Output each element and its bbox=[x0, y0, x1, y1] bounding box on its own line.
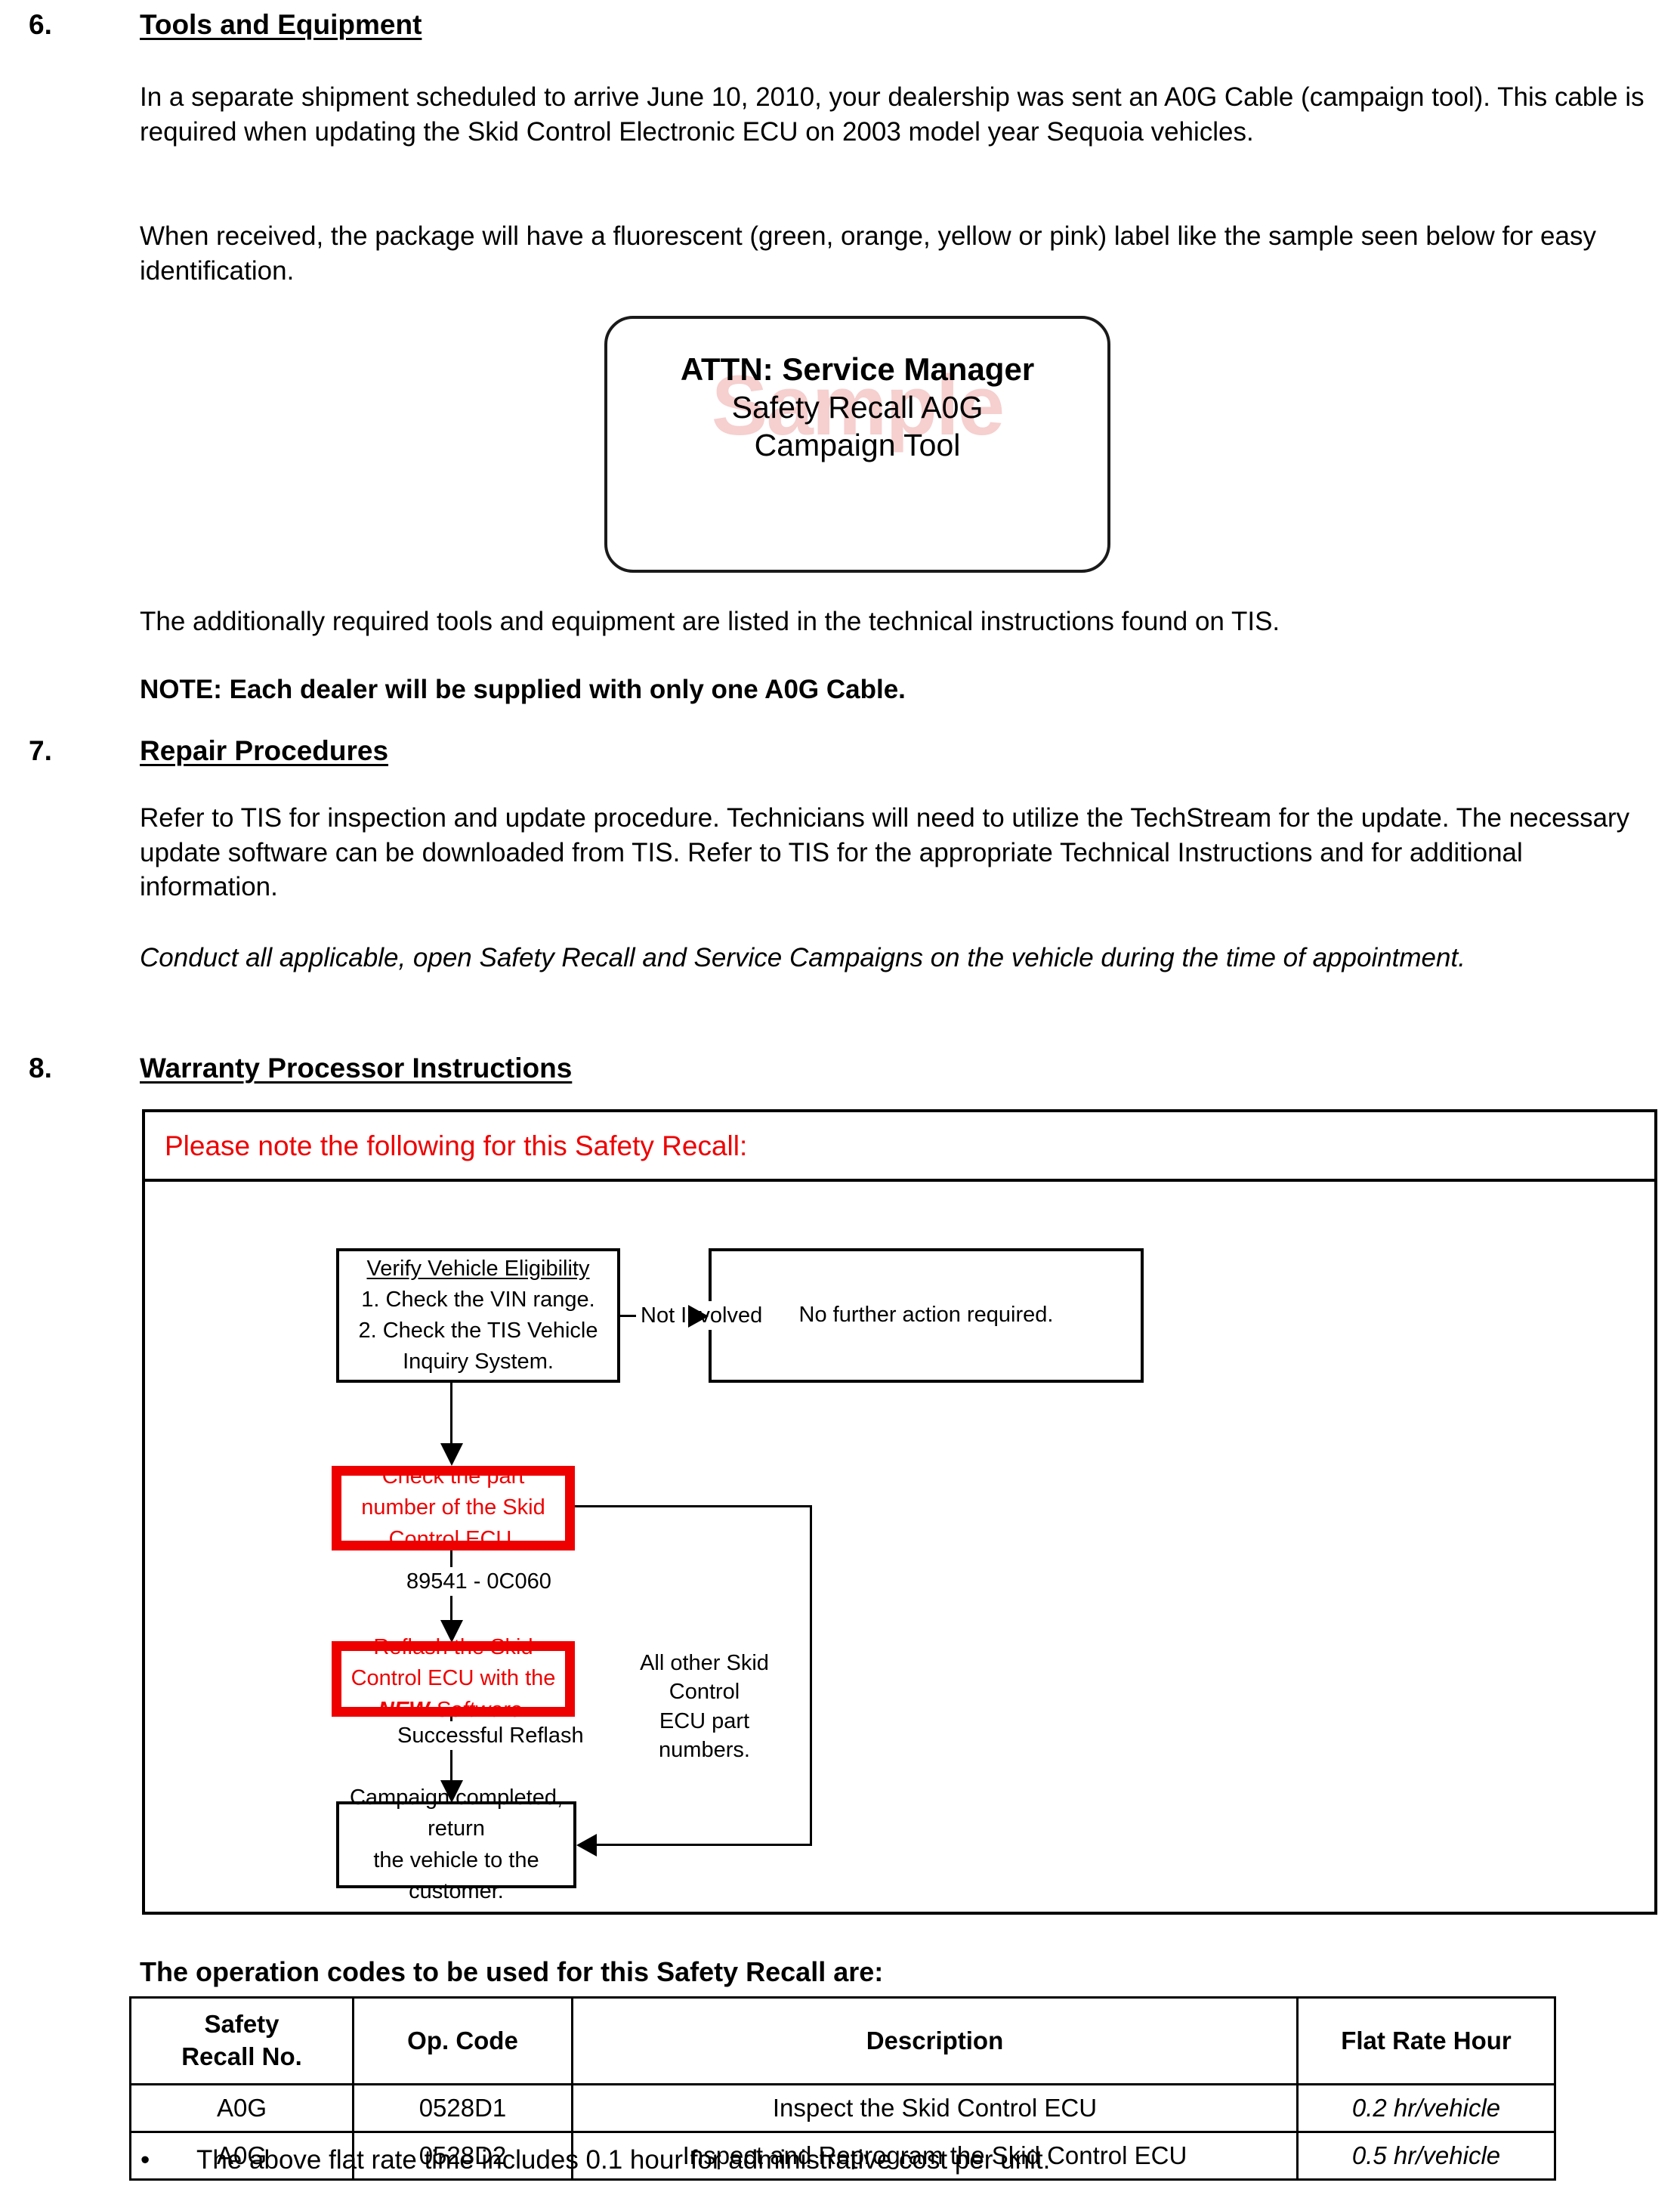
op-codes-cell-flat-rate: 0.5 hr/vehicle bbox=[1296, 2131, 1556, 2181]
flow-node-verify-title: Verify Vehicle Eligibility bbox=[366, 1256, 590, 1281]
sample-label-lines: ATTN: Service Manager Safety Recall A0G … bbox=[607, 319, 1107, 464]
flow-node-no-further-action: No further action required. bbox=[709, 1248, 1144, 1383]
section-6-paragraph-2: When received, the package will have a f… bbox=[140, 221, 1596, 286]
op-codes-header-op-code: Op. Code bbox=[352, 1996, 573, 2085]
flow-node-completed-line-2: the vehicle to the customer. bbox=[373, 1847, 539, 1903]
flow-node-campaign-completed-text: Campaign completed, return the vehicle t… bbox=[339, 1782, 573, 1907]
flow-node-no-further-action-text: No further action required. bbox=[798, 1303, 1054, 1328]
op-codes-cell-description: Inspect and Reprogram the Skid Control E… bbox=[571, 2131, 1299, 2181]
sample-label-line-1: ATTN: Service Manager bbox=[680, 351, 1035, 387]
footnote-bullet-icon: • bbox=[141, 2145, 150, 2175]
section-6-note: NOTE: Each dealer will be supplied with … bbox=[140, 675, 906, 704]
op-codes-header-recall-no: Safety Recall No. bbox=[129, 1996, 354, 2085]
connector-bypass-vertical-line bbox=[810, 1505, 812, 1845]
flowchart-note-text: Please note the following for this Safet… bbox=[165, 1130, 748, 1161]
section-6-paragraph-1: In a separate shipment scheduled to arri… bbox=[140, 82, 1644, 147]
connector-successful-reflash-line bbox=[450, 1717, 452, 1800]
flow-node-verify-line-2: 2. Check the TIS Vehicle bbox=[358, 1319, 598, 1343]
op-codes-header-flat-rate: Flat Rate Hour bbox=[1296, 1996, 1556, 2085]
op-codes-cell-flat-rate: 0.2 hr/vehicle bbox=[1296, 2083, 1556, 2133]
flow-node-campaign-completed: Campaign completed, return the vehicle t… bbox=[336, 1785, 576, 1903]
section-7-paragraph-2: Conduct all applicable, open Safety Reca… bbox=[140, 943, 1465, 972]
flow-node-check-part-number-text: Check the part number of the Skid Contro… bbox=[341, 1461, 565, 1555]
section-6-title: Tools and Equipment bbox=[140, 9, 422, 40]
section-7-number: 7. bbox=[29, 735, 52, 766]
flow-node-completed-line-1: Campaign completed, return bbox=[349, 1785, 564, 1841]
section-6-paragraph-3: The additionally required tools and equi… bbox=[140, 607, 1280, 636]
op-codes-header-description: Description bbox=[571, 1996, 1299, 2085]
flow-node-reflash-emphasis: NEW bbox=[378, 1697, 430, 1722]
sample-watermark-text: Sample bbox=[711, 358, 1005, 453]
op-codes-cell-op-code: 0528D2 bbox=[352, 2131, 573, 2181]
flow-node-verify-line-1: 1. Check the VIN range. bbox=[361, 1287, 595, 1312]
connector-verify-to-check-line bbox=[450, 1383, 452, 1461]
table-row: A0G 0528D1 Inspect the Skid Control ECU … bbox=[129, 2083, 1556, 2133]
section-7-title: Repair Procedures bbox=[140, 735, 389, 766]
op-codes-header-recall-no-line-2: Recall No. bbox=[181, 2042, 302, 2070]
connector-other-parts-label: All other Skid Control ECU part numbers. bbox=[607, 1649, 801, 1765]
connector-other-parts-line-2: ECU part numbers. bbox=[659, 1708, 750, 1762]
op-codes-caption: The operation codes to be used for this … bbox=[140, 1956, 884, 1987]
flow-node-verify-line-3: Inquiry System. bbox=[403, 1350, 554, 1374]
connector-bypass-arrowhead bbox=[576, 1834, 597, 1857]
sample-label-card: Sample ATTN: Service Manager Safety Reca… bbox=[604, 316, 1110, 573]
flow-node-reflash-software: Software. bbox=[429, 1697, 529, 1722]
op-codes-header-recall-no-line-1: Safety bbox=[204, 2010, 279, 2039]
flow-node-reflash-line-1: Reflash the Skid Control ECU with the bbox=[351, 1635, 556, 1691]
flow-node-check-part-number: Check the part number of the Skid Contro… bbox=[332, 1464, 575, 1551]
sample-label-line-2: Safety Recall A0G bbox=[731, 389, 984, 425]
connector-part-number-arrowhead bbox=[440, 1620, 463, 1643]
flow-node-check-part-line-2: Control ECU. bbox=[388, 1526, 518, 1551]
flowchart-note-bar: Please note the following for this Safet… bbox=[145, 1112, 1654, 1182]
connector-successful-reflash-label: Successful Reflash bbox=[393, 1721, 588, 1751]
op-codes-cell-op-code: 0528D1 bbox=[352, 2083, 573, 2133]
connector-bypass-bottom-line bbox=[597, 1844, 812, 1846]
sample-label-line-3: Campaign Tool bbox=[754, 427, 961, 462]
flow-node-verify-eligibility: Verify Vehicle Eligibility 1. Check the … bbox=[336, 1248, 620, 1383]
flow-node-reflash-line-2: NEW Software. bbox=[349, 1695, 557, 1726]
flow-node-verify-eligibility-text: Verify Vehicle Eligibility 1. Check the … bbox=[351, 1254, 605, 1378]
connector-bypass-top-line bbox=[575, 1505, 812, 1507]
warranty-flowchart-frame: Please note the following for this Safet… bbox=[142, 1109, 1657, 1915]
op-codes-cell-description: Inspect the Skid Control ECU bbox=[571, 2083, 1299, 2133]
op-codes-cell-recall-no: A0G bbox=[129, 2083, 354, 2133]
footnote-text: The above flat rate time includes 0.1 ho… bbox=[196, 2145, 1051, 2175]
flow-node-check-part-line-1: Check the part number of the Skid bbox=[361, 1464, 545, 1520]
section-7-paragraph-1: Refer to TIS for inspection and update p… bbox=[140, 803, 1630, 901]
connector-verify-to-check-arrowhead bbox=[440, 1443, 463, 1466]
table-row: A0G 0528D2 Inspect and Reprogram the Ski… bbox=[129, 2131, 1556, 2181]
connector-other-parts-line-1: All other Skid Control bbox=[640, 1651, 769, 1705]
section-6-number: 6. bbox=[29, 9, 52, 40]
flow-node-reflash-ecu-text: Reflash the Skid Control ECU with the NE… bbox=[341, 1632, 565, 1726]
flow-node-reflash-ecu: Reflash the Skid Control ECU with the NE… bbox=[332, 1635, 575, 1722]
op-codes-header-row: Safety Recall No. Op. Code Description F… bbox=[129, 1996, 1556, 2085]
op-codes-cell-recall-no: A0G bbox=[129, 2131, 354, 2181]
connector-not-involved-arrowhead bbox=[688, 1305, 709, 1328]
section-8-title: Warranty Processor Instructions bbox=[140, 1053, 573, 1084]
section-8-number: 8. bbox=[29, 1053, 52, 1084]
connector-successful-reflash-arrowhead bbox=[440, 1780, 463, 1803]
op-codes-table: Safety Recall No. Op. Code Description F… bbox=[129, 1996, 1556, 2181]
connector-part-number-label: 89541 - 0C060 bbox=[402, 1567, 556, 1597]
